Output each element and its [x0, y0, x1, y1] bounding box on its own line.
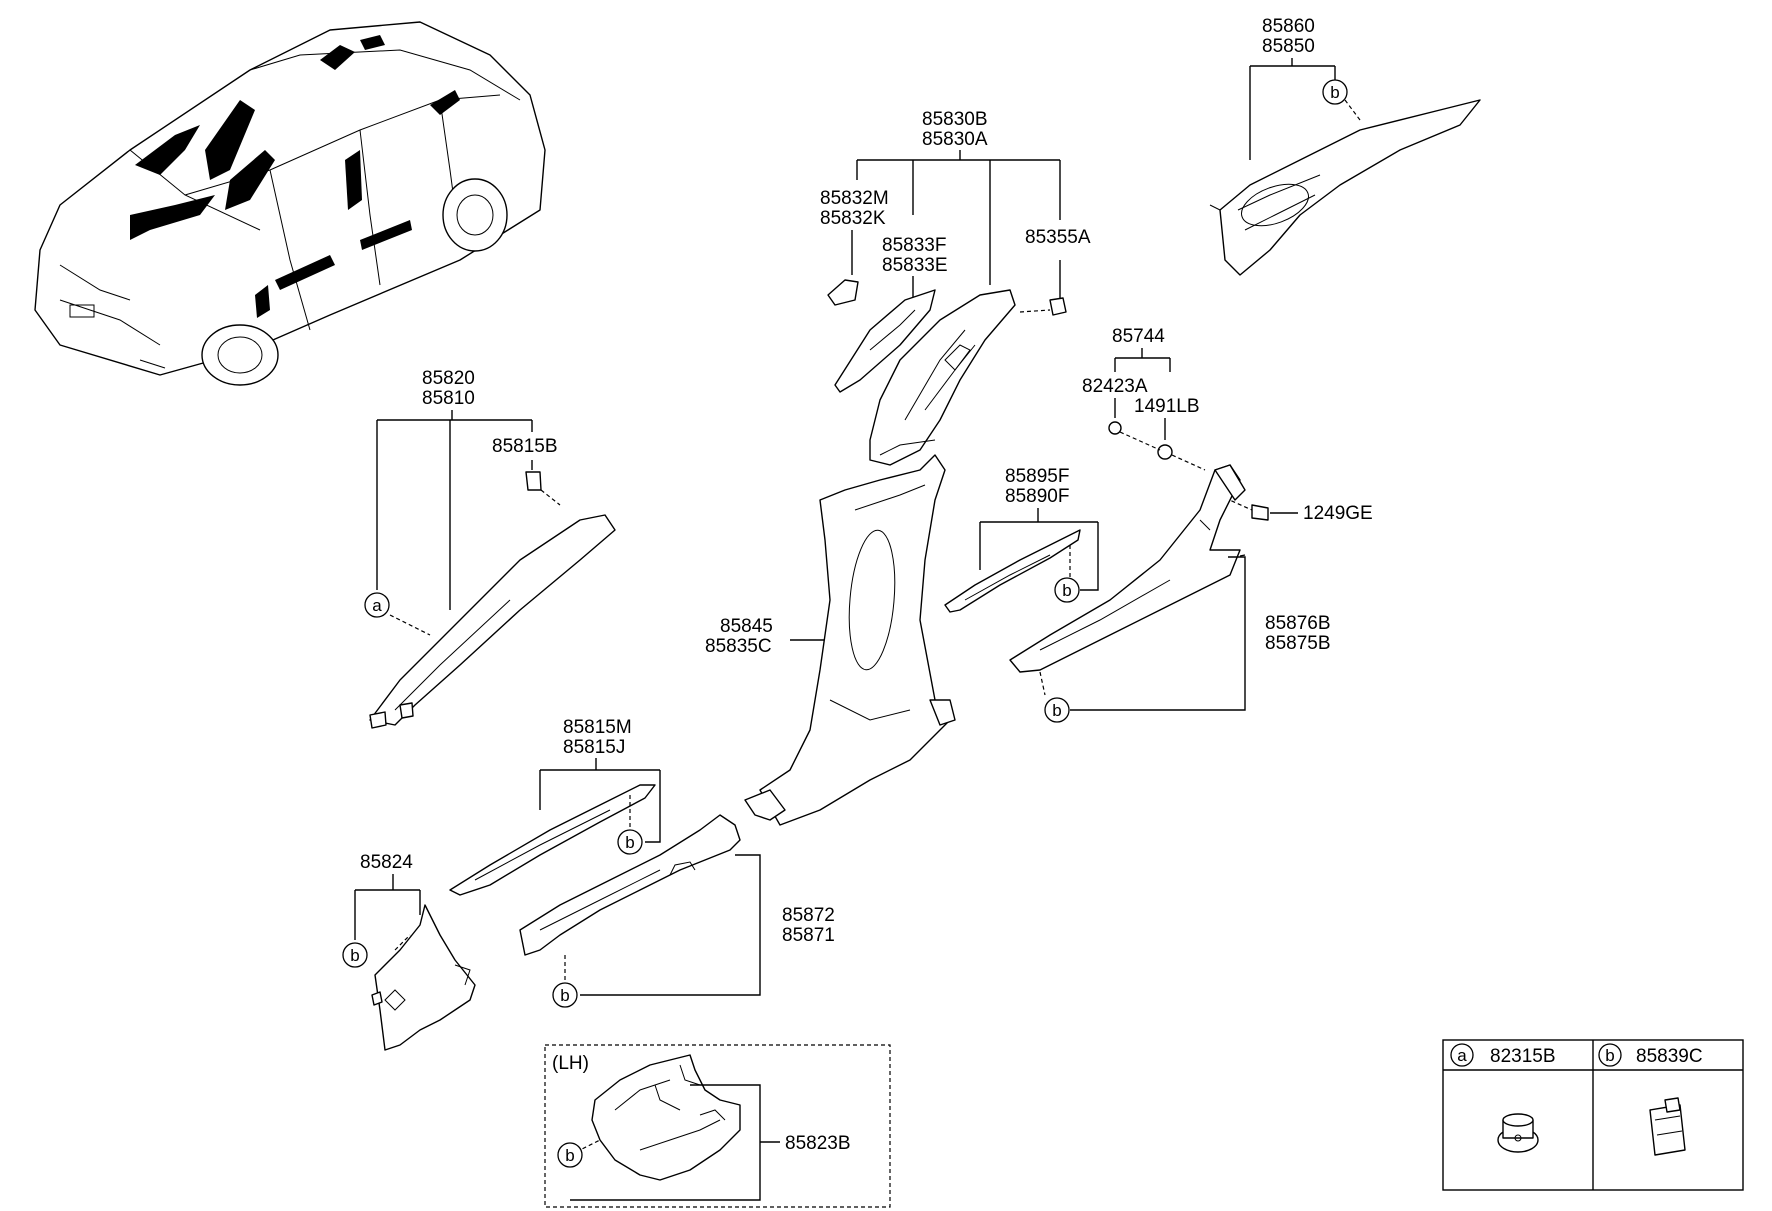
legend-a-part: 82315B	[1490, 1046, 1556, 1067]
part-85895F-85890F: 85895F 85890F	[944, 466, 1099, 613]
part-85744-group: 85744 82423A 1491LB 1249GE	[1082, 326, 1373, 524]
callout-b-85875B: b	[1044, 697, 1070, 723]
part-85815M-85815J: 85815M 85815J	[449, 717, 661, 896]
label-85815M: 85815M	[563, 717, 632, 738]
label-85890F: 85890F	[1005, 486, 1069, 507]
label-85860: 85860	[1262, 16, 1315, 37]
label-85830A: 85830A	[922, 129, 988, 150]
legend-table: a 82315B b 85839C	[1442, 1039, 1744, 1191]
label-85824: 85824	[360, 852, 413, 873]
legend-b-circle: b	[1598, 1043, 1622, 1067]
label-85832M: 85832M	[820, 188, 889, 209]
label-85810: 85810	[422, 388, 475, 409]
callout-b-85871: b	[552, 982, 578, 1008]
callout-circles: a b b b b b b b	[342, 79, 1348, 1168]
part-85860-85850: 85860 85850	[1209, 16, 1481, 276]
part-85876B-85875B: 85876B 85875B	[1009, 464, 1331, 711]
label-85875B: 85875B	[1265, 633, 1331, 654]
svg-text:b: b	[625, 833, 634, 852]
label-85832K: 85832K	[820, 208, 886, 229]
label-lh: (LH)	[552, 1053, 589, 1074]
svg-text:b: b	[560, 986, 569, 1005]
callout-b-85823B: b	[557, 1142, 583, 1168]
label-85872: 85872	[782, 905, 835, 926]
callout-b-85815J: b	[617, 829, 643, 855]
svg-text:b: b	[350, 946, 359, 965]
label-85845: 85845	[720, 616, 773, 637]
part-85872-85871: 85872 85871	[519, 814, 835, 996]
svg-text:b: b	[1052, 701, 1061, 720]
label-1249GE: 1249GE	[1303, 503, 1373, 524]
label-85815B: 85815B	[492, 436, 558, 457]
label-85815J: 85815J	[563, 737, 625, 758]
callout-b-85824: b	[342, 942, 368, 968]
legend-a-circle: a	[1450, 1043, 1474, 1067]
label-85833E: 85833E	[882, 255, 948, 276]
legend-b-clip-drawing	[1649, 1097, 1686, 1156]
svg-text:a: a	[372, 596, 382, 615]
svg-text:b: b	[1062, 581, 1071, 600]
car-illustration	[34, 21, 546, 386]
svg-text:b: b	[565, 1146, 574, 1165]
label-82423A: 82423A	[1082, 376, 1148, 397]
label-85820: 85820	[422, 368, 475, 389]
label-85876B: 85876B	[1265, 613, 1331, 634]
callout-a-apillar: a	[364, 592, 390, 618]
label-85871: 85871	[782, 925, 835, 946]
label-85833F: 85833F	[882, 235, 946, 256]
label-85744: 85744	[1112, 326, 1165, 347]
label-85355A: 85355A	[1025, 227, 1091, 248]
label-85895F: 85895F	[1005, 466, 1069, 487]
part-85820-85810: 85820 85810 85815B	[369, 368, 616, 729]
svg-text:b: b	[1330, 83, 1339, 102]
part-85824: 85824	[354, 852, 476, 1051]
part-85830-group: 85830B 85830A 85832M 85832K 85833F 85833…	[820, 109, 1091, 466]
callout-b-85890F: b	[1054, 577, 1080, 603]
svg-text:a: a	[1457, 1046, 1467, 1065]
label-85830B: 85830B	[922, 109, 988, 130]
svg-text:b: b	[1605, 1046, 1614, 1065]
legend-a-clip-drawing	[1497, 1113, 1539, 1153]
label-85835C: 85835C	[705, 636, 772, 657]
label-85823B: 85823B	[785, 1133, 851, 1154]
label-85850: 85850	[1262, 36, 1315, 57]
label-1491LB: 1491LB	[1134, 396, 1200, 417]
legend-b-part: 85839C	[1636, 1046, 1703, 1067]
part-85845-85835C: 85845 85835C	[705, 454, 956, 826]
part-85823B-lh-box: (LH) 85823B	[544, 1044, 891, 1208]
callout-b-85860: b	[1322, 79, 1348, 105]
